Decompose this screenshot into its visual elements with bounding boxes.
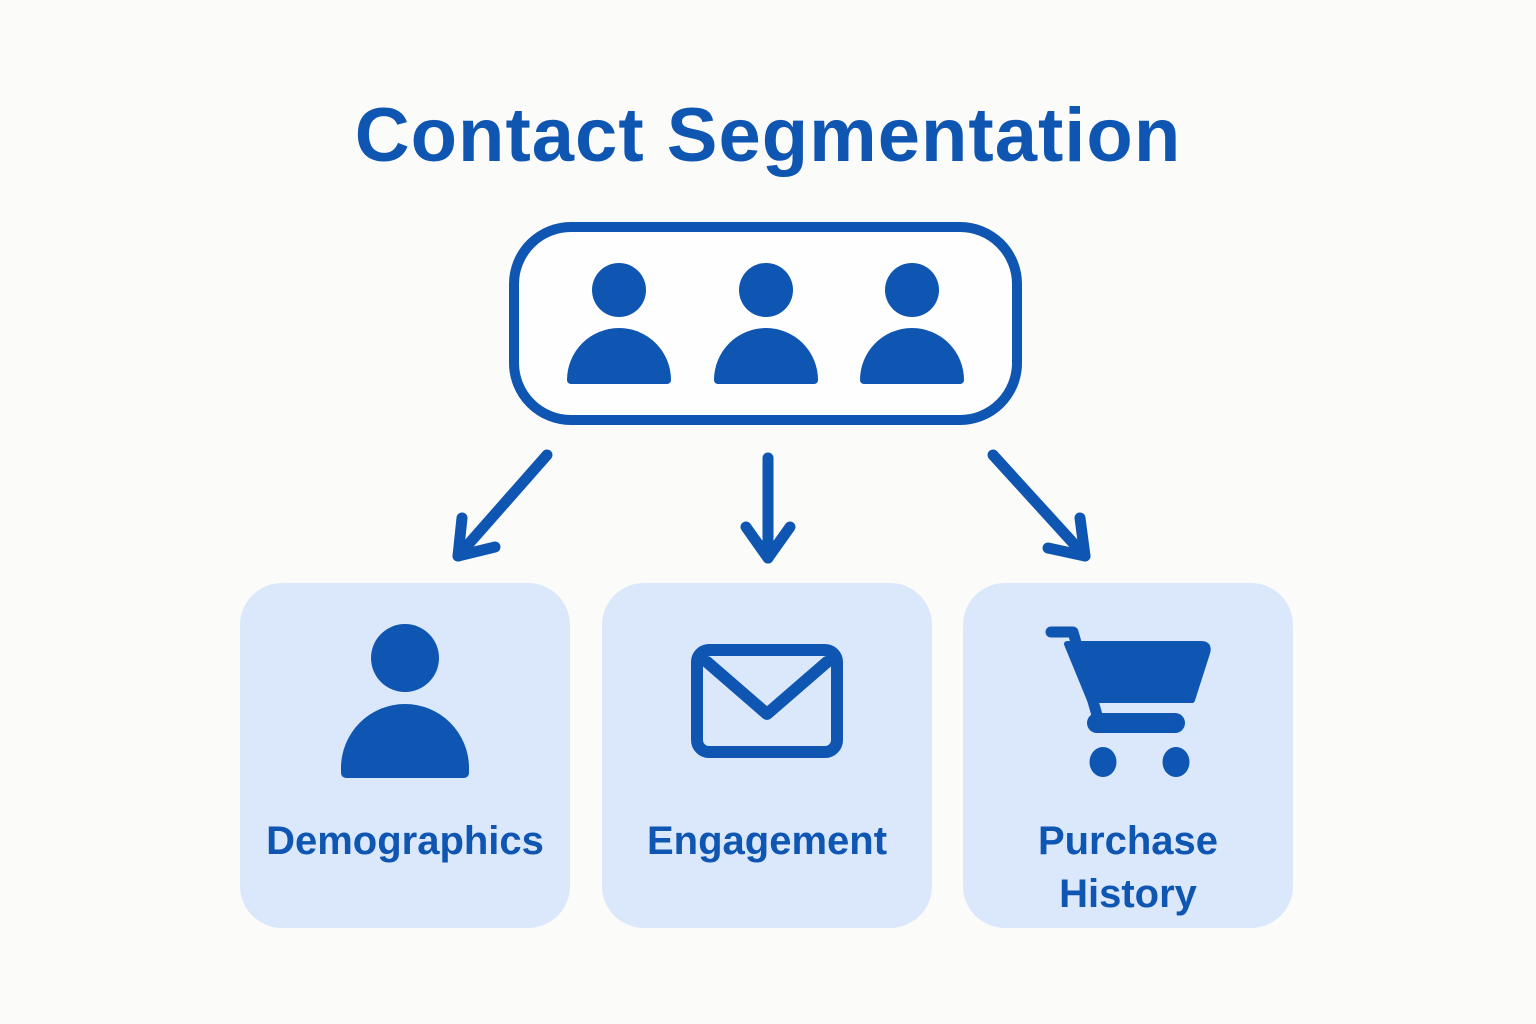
person-torso: [860, 328, 964, 384]
envelope-icon: [691, 621, 843, 781]
contacts-group-container: [509, 222, 1022, 425]
person-torso: [567, 328, 671, 384]
person-head: [592, 263, 646, 317]
arrow-to-purchase-history: [987, 449, 1091, 562]
segment-label: Purchase History: [1037, 819, 1219, 916]
arrow-to-engagement: [740, 452, 796, 564]
branch-arrows: [452, 449, 1091, 564]
shopping-cart-icon: [1043, 621, 1213, 781]
person-icon: [713, 263, 818, 384]
person-head: [371, 624, 439, 692]
person-icon: [341, 621, 469, 781]
segment-card-demographics: Demographics: [240, 583, 570, 928]
segment-label: Engagement: [646, 819, 888, 863]
person-head: [738, 263, 793, 317]
person-head: [885, 263, 939, 317]
segment-card-purchase-history: Purchase History: [963, 583, 1293, 928]
page-title: Contact Segmentation: [354, 93, 1182, 178]
segment-card-engagement: Engagement: [602, 583, 932, 928]
arrow-to-demographics: [452, 449, 553, 562]
person-icon: [860, 263, 964, 384]
person-torso: [713, 328, 818, 384]
person-torso: [341, 704, 469, 778]
person-icon: [567, 263, 671, 384]
segment-label: Demographics: [266, 819, 544, 863]
